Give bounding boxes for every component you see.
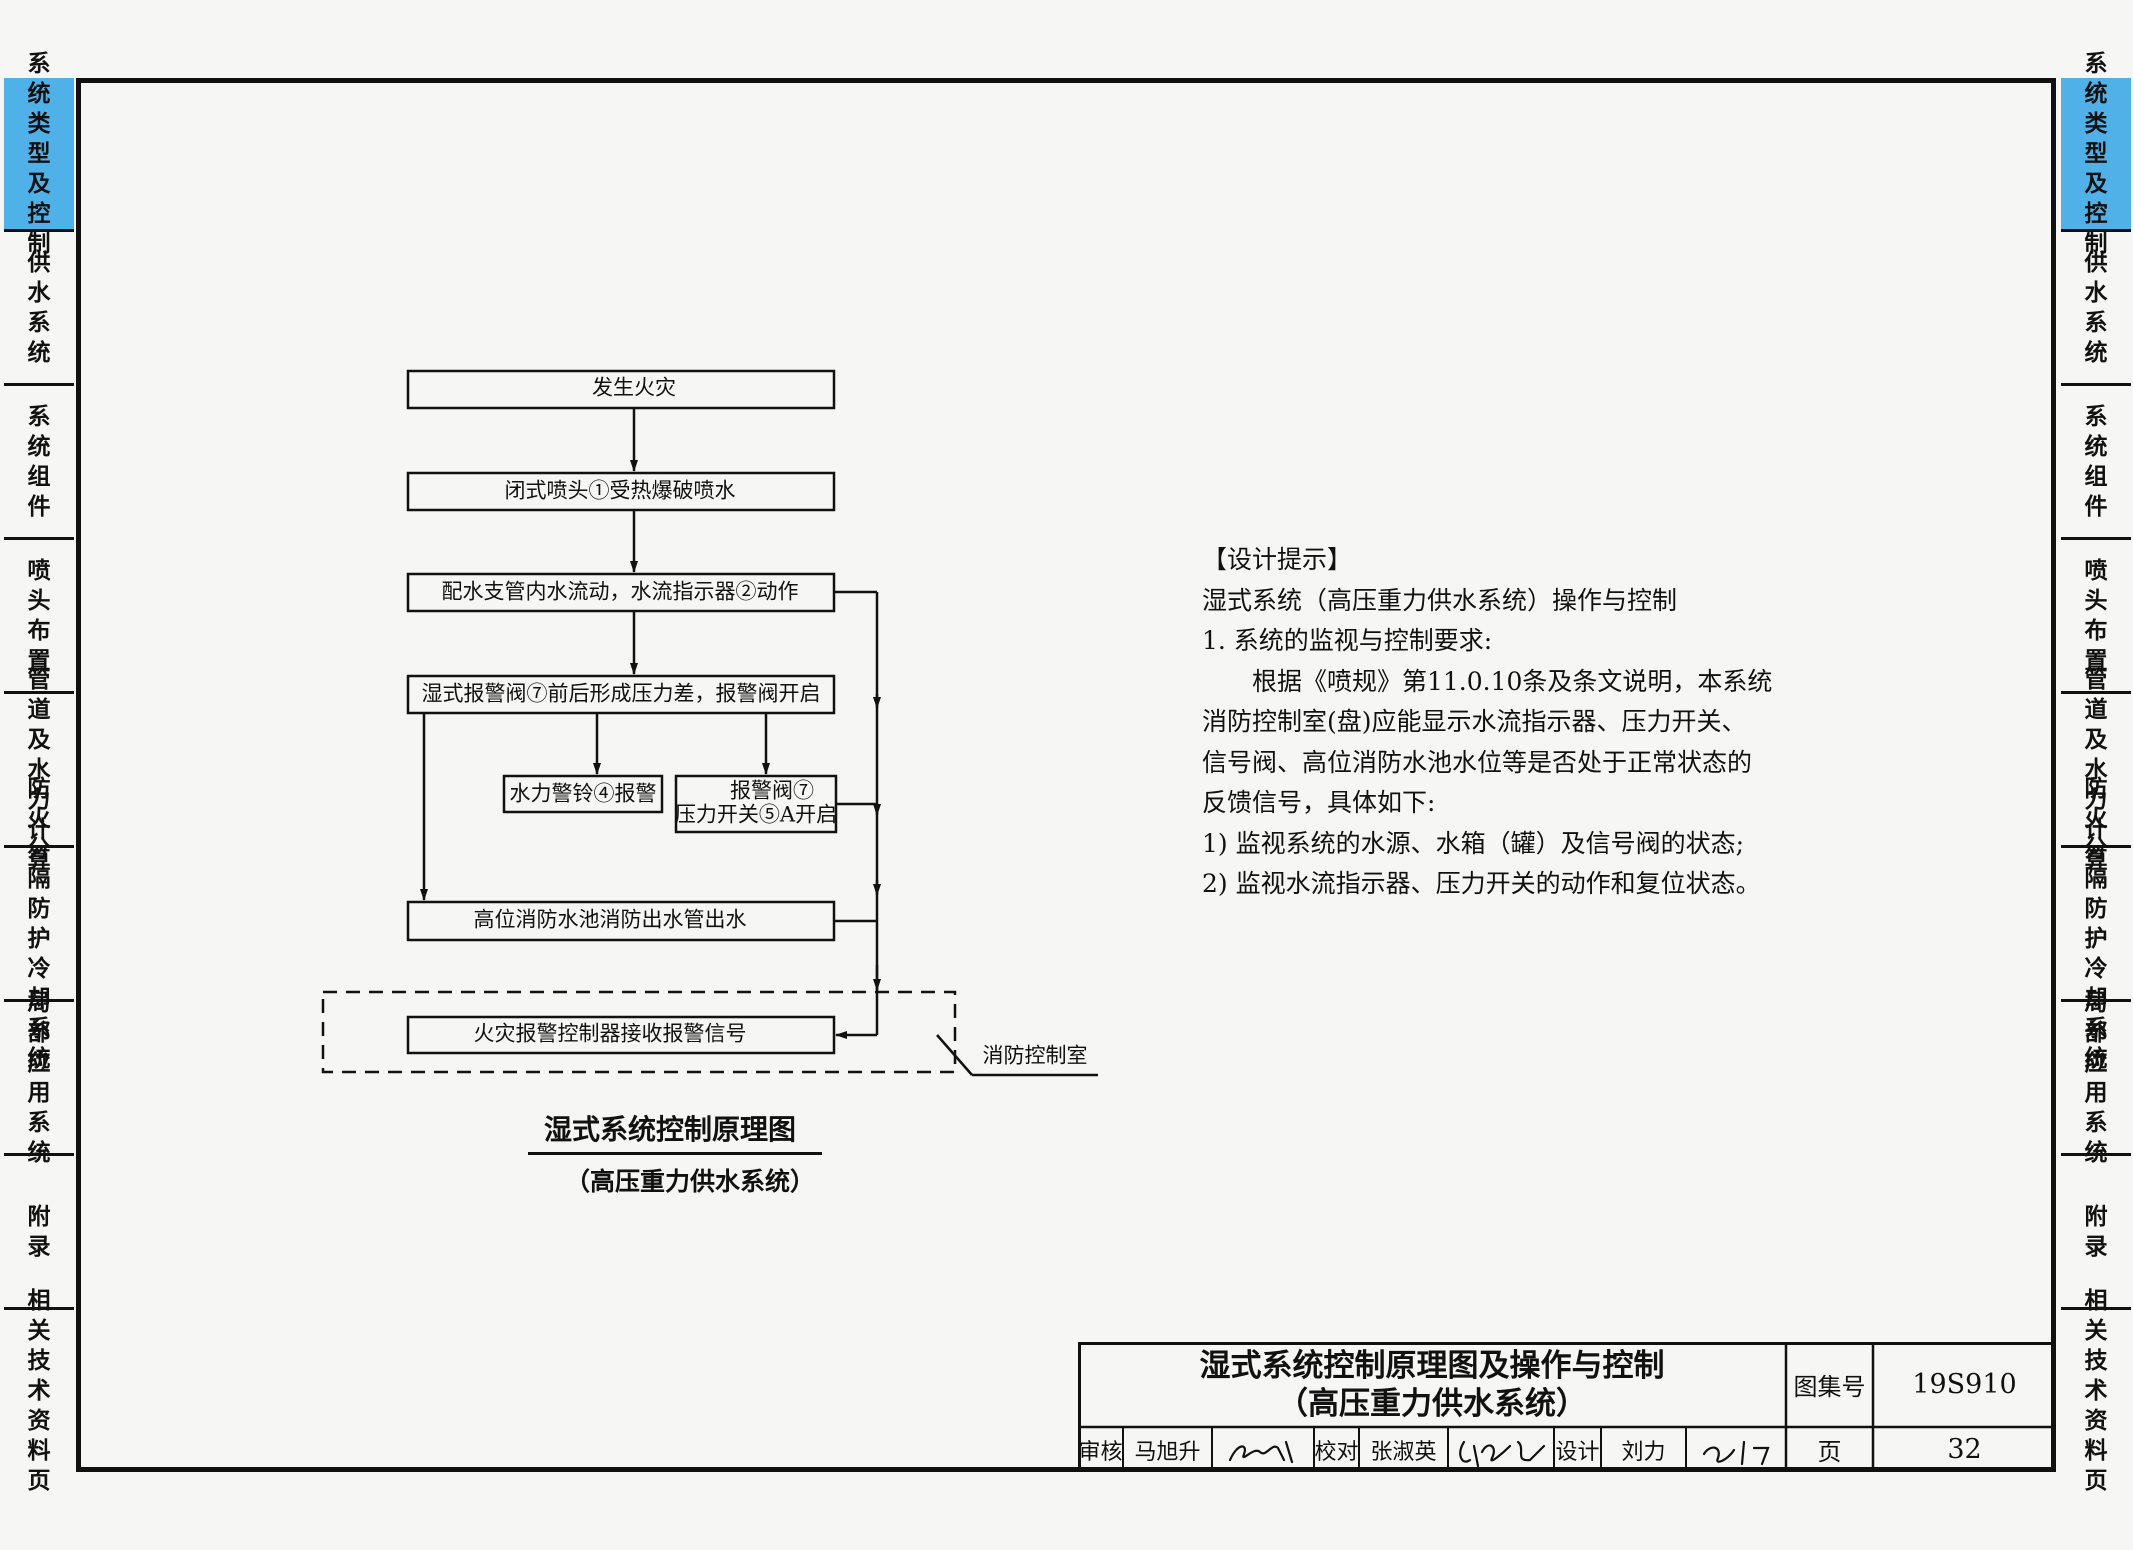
section-tab-label: 管道及水力计算	[2084, 666, 2108, 873]
hint-line: 反馈信号，具体如下:	[1202, 788, 1436, 817]
section-tab[interactable]: 系统组件	[2061, 386, 2131, 540]
label-fire: 发生火灾	[592, 376, 676, 400]
label-sprinkler: 闭式喷头①受热爆破喷水	[505, 479, 736, 503]
section-tab-label: 防火分隔防护冷却系统	[2084, 775, 2108, 1072]
section-tab[interactable]: 相关技术资料页	[2061, 1288, 2131, 1494]
section-tab-label: 供水系统	[2084, 249, 2108, 366]
label-tank: 高位消防水池消防出水管出水	[474, 908, 747, 932]
title-line-1: 湿式系统控制原理图及操作与控制	[1199, 1347, 1665, 1384]
section-tab-label: 管道及水力计算	[27, 666, 51, 873]
section-tab[interactable]: 管道及水力计算	[4, 667, 74, 873]
designer-name: 刘力	[1621, 1439, 1666, 1465]
diagram-subtitle: （高压重力供水系统）	[564, 1167, 815, 1196]
reviewer-name: 马旭升	[1134, 1439, 1201, 1465]
checker-signature	[1459, 1440, 1546, 1468]
right-section-tabs: 系统类型及控制供水系统系统组件喷头布置管道及水力计算防火分隔防护冷却系统局部应用…	[2061, 51, 2131, 1494]
section-tab-label: 相关技术资料页	[2084, 1288, 2108, 1494]
section-tab-label: 系统组件	[27, 403, 51, 520]
label-bell: 水力警铃④报警	[510, 782, 657, 806]
designer-signature	[1702, 1440, 1770, 1466]
section-tab[interactable]: 附录	[2061, 1156, 2131, 1310]
section-tab[interactable]: 喷头布置	[2061, 540, 2131, 694]
review-label: 审核	[1078, 1439, 1123, 1465]
label-valve: 湿式报警阀⑦前后形成压力差，报警阀开启	[422, 682, 821, 706]
box-fire	[406, 369, 836, 410]
title-underline	[528, 1152, 822, 1155]
title-block-title: 湿式系统控制原理图及操作与控制 （高压重力供水系统）	[1078, 1342, 1786, 1427]
drawing-frame	[76, 78, 2056, 1472]
box-sprinkler	[406, 471, 836, 512]
section-tab-label: 相关技术资料页	[27, 1288, 51, 1494]
title-line-2: （高压重力供水系统）	[1277, 1385, 1587, 1422]
section-tab[interactable]: 防火分隔防护冷却系统	[2061, 776, 2131, 1072]
hint-line: 1) 监视系统的水源、水箱（罐）及信号阀的状态;	[1202, 828, 1745, 858]
section-tab-label: 系统组件	[2084, 403, 2108, 520]
section-tab-label: 系统类型及控制	[27, 50, 51, 257]
section-tab[interactable]: 管道及水力计算	[2061, 667, 2131, 873]
section-tab-label: 喷头布置	[27, 557, 51, 674]
section-tab[interactable]: 供水系统	[4, 232, 74, 386]
title-block: 湿式系统控制原理图及操作与控制 （高压重力供水系统） 图集号 19S910 页 …	[1078, 1342, 2056, 1472]
section-tab[interactable]: 系统类型及控制	[2061, 51, 2131, 257]
hint-line: 根据《喷规》第11.0.10条及条文说明，本系统	[1202, 666, 1773, 696]
box-controller	[406, 1015, 836, 1055]
section-tab[interactable]: 供水系统	[2061, 232, 2131, 386]
hint-line: 信号阀、高位消防水池水位等是否处于正常状态的	[1202, 747, 1753, 777]
section-tab[interactable]: 喷头布置	[4, 540, 74, 694]
section-tab[interactable]: 系统组件	[4, 386, 74, 540]
checker-name: 张淑英	[1370, 1439, 1437, 1465]
section-tab[interactable]: 附录	[4, 1156, 74, 1310]
hint-line: 消防控制室(盘)应能显示水流指示器、压力开关、	[1202, 707, 1747, 736]
section-tab-label: 局部应用系统	[2084, 989, 2108, 1166]
hint-line: 湿式系统（高压重力供水系统）操作与控制	[1202, 585, 1678, 615]
section-tab-label: 供水系统	[27, 249, 51, 366]
label-controller: 火灾报警控制器接收报警信号	[474, 1022, 747, 1046]
section-tab-label: 防火分隔防护冷却系统	[27, 775, 51, 1072]
section-tab[interactable]: 局部应用系统	[2061, 990, 2131, 1166]
section-tab-label: 附录	[27, 1203, 51, 1260]
section-tab[interactable]: 局部应用系统	[4, 990, 74, 1166]
hint-line: 2) 监视水流指示器、压力开关的动作和复位状态。	[1202, 869, 1761, 898]
label-control-room: 消防控制室	[983, 1044, 1088, 1068]
section-tab[interactable]: 系统类型及控制	[4, 51, 74, 257]
control-room-boundary	[321, 990, 957, 1074]
section-tab[interactable]: 防火分隔防护冷却系统	[4, 776, 74, 1072]
box-valve	[406, 674, 836, 715]
leader-control-room	[936, 1034, 973, 1076]
section-tab[interactable]: 相关技术资料页	[4, 1288, 74, 1494]
atlas-number: 19S910	[1912, 1369, 2017, 1400]
section-tab-label: 局部应用系统	[27, 989, 51, 1166]
atlas-label: 图集号	[1793, 1373, 1866, 1401]
page-label: 页	[1817, 1438, 1842, 1466]
design-hint: 【设计提示】 湿式系统（高压重力供水系统）操作与控制 1. 系统的监视与控制要求…	[1202, 540, 1842, 905]
hint-line: 1. 系统的监视与控制要求:	[1202, 626, 1493, 655]
reviewer-signature	[1228, 1440, 1294, 1464]
section-tab-label: 喷头布置	[2084, 557, 2108, 674]
check-label: 校对	[1314, 1439, 1359, 1465]
label-flow: 配水支管内水流动，水流指示器②动作	[442, 580, 799, 604]
diagram-title: 湿式系统控制原理图	[543, 1113, 796, 1146]
hint-line: 【设计提示】	[1202, 545, 1353, 574]
label-alarm-1: 报警阀⑦	[730, 779, 814, 803]
page-number: 32	[1947, 1434, 1982, 1465]
box-bell	[502, 774, 664, 814]
section-tab-label: 附录	[2084, 1203, 2108, 1260]
design-label: 设计	[1555, 1439, 1600, 1465]
section-tab-label: 系统类型及控制	[2084, 50, 2108, 257]
label-alarm-2: 压力开关⑤A开启	[675, 803, 837, 827]
left-section-tabs: 系统类型及控制供水系统系统组件喷头布置管道及水力计算防火分隔防护冷却系统局部应用…	[4, 51, 74, 1494]
